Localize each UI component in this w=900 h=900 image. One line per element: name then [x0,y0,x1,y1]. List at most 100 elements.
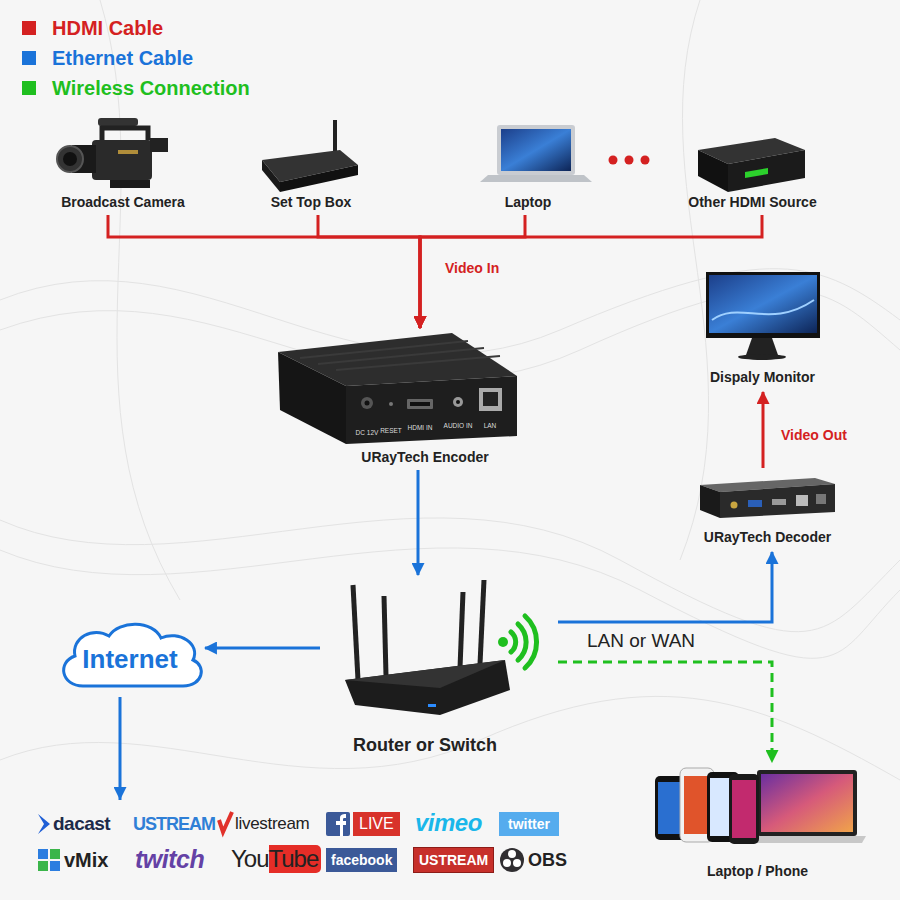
legend-row: Wireless Connection [22,76,250,100]
logo-text: YouTube [228,845,321,873]
logo-icons [219,812,232,832]
cable-connector [558,662,772,762]
port-label: HDMI IN [408,424,433,432]
logo-icons [508,850,516,858]
cable-connector [318,215,420,328]
legend-text: Ethernet Cable [52,46,193,70]
edge-label: Video Out [779,426,849,444]
logo-text: USTREAM [413,847,494,873]
broadcast-camera [57,118,168,188]
encoder-box [300,341,500,370]
logo-text: facebook [326,848,397,872]
legend-row: Ethernet Cable [22,46,193,70]
label-holder: USTREAM [133,812,215,836]
cloud-node: Internet [55,618,205,690]
logo-icons [50,849,60,859]
device-label: Laptop [505,194,552,211]
phones-and-laptop [732,780,756,838]
encoder-box [410,402,430,406]
phones-and-laptop [729,774,759,844]
internet-arrow [120,697,121,800]
router-picture [428,704,436,707]
laptop-picture [497,125,575,175]
logo-text: dacast [53,812,110,836]
decoder-box [772,499,786,505]
phones-and-laptop [655,768,866,844]
encoder-box [346,376,517,444]
monitor-picture [746,338,778,355]
broadcast-camera [102,128,148,140]
encoder-box [407,399,433,409]
device-label: Other HDMI Source [688,194,816,211]
logo-icons [326,812,350,836]
phones-and-laptop [748,836,866,843]
legend-row: HDMI Cable [22,16,163,40]
logo-icons [38,861,48,871]
device-node: URayTech Decoder [695,468,840,552]
broadcast-camera [110,180,150,188]
set-top-box [262,160,280,192]
background-waves [0,0,900,780]
encoder-box [278,333,517,444]
label-holder: OBS [528,848,567,872]
monitor-picture [712,300,814,320]
router-picture [345,660,510,715]
logo-icons [38,849,48,859]
encoder-box [453,397,463,407]
device-label: URayTech Encoder [361,449,488,466]
logo-icons [503,859,511,867]
port-label: RESET [380,427,402,435]
device-label: Internet [82,644,177,675]
laptop-picture [480,125,592,182]
device-node: Router or Switch [320,575,558,760]
cable-connector [420,215,525,328]
device-label: Set Top Box [271,194,352,211]
cable-connector [205,647,320,650]
encoder-box [361,397,373,409]
edge-label-holder: LAN or WAN [585,630,697,652]
device-node: Laptop / Phone [650,762,865,880]
logo-icons [38,814,50,834]
phones-and-laptop [761,774,853,832]
logo-icons [50,861,60,871]
hdmi-source-box [728,150,805,192]
label-holder: twitch [135,844,204,874]
legend-swatch [22,21,36,35]
label-holder: RESET [380,419,402,437]
phones-and-laptop [757,770,857,836]
legend-text: Wireless Connection [52,76,250,100]
broadcast-camera [98,118,138,126]
device-label: URayTech Decoder [704,529,831,546]
hdmi-source-box [698,150,728,192]
cable-connector [420,215,762,328]
port-label: LAN [484,422,497,430]
label-holder: DC 12V [356,421,379,439]
decoder-box [731,502,738,509]
decoder-box [796,495,808,506]
device-label: Broadcast Camera [61,194,185,211]
label-holder: LAN [484,414,497,432]
edge-label-holder: Video In [443,259,501,277]
encoder-box [389,402,393,406]
device-label: Router or Switch [353,735,497,756]
broadcast-camera [92,140,152,180]
broadcast-camera [57,146,83,172]
background-waves [680,0,709,560]
logo-text: USTREAM [133,812,215,836]
router-picture [345,580,510,715]
device-node: URayTech Encoder [275,328,575,470]
logo-text: twitch [135,844,204,874]
cable-connector [108,215,420,328]
logo-icons [513,859,521,867]
monitor-picture [706,272,820,360]
laptop-picture [480,175,592,182]
edge-label-holder: Video Out [779,426,849,444]
label-holder: facebook [326,848,397,872]
hdmi-source-box [698,138,805,192]
router-picture [384,596,386,676]
cable-connector [762,392,765,468]
logo-icons [336,814,346,836]
router-picture [460,592,463,668]
device-node: Set Top Box [255,112,367,215]
encoder-box [483,392,498,406]
